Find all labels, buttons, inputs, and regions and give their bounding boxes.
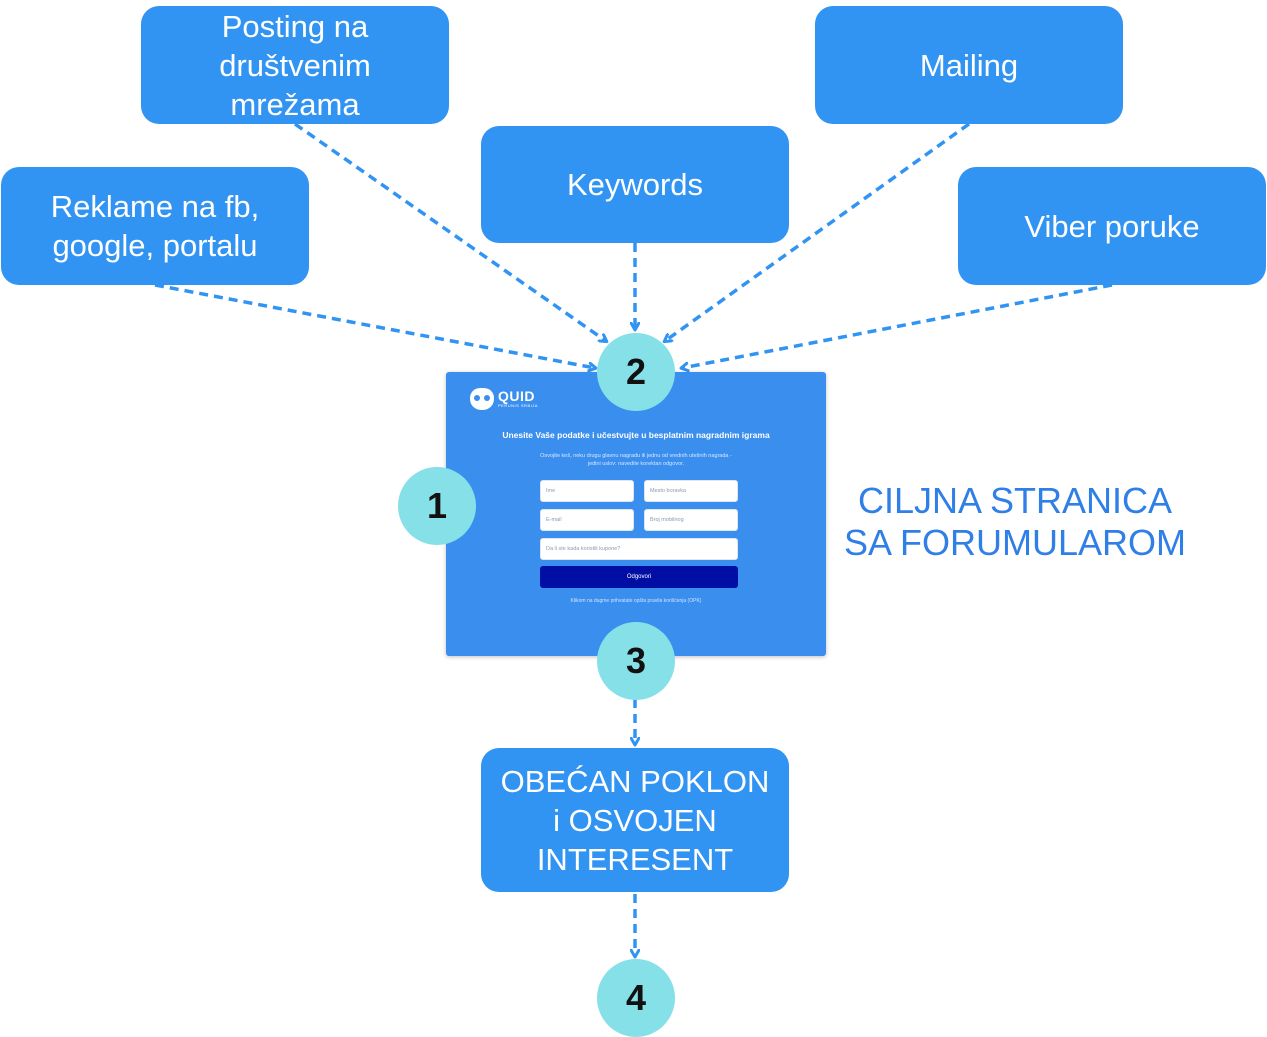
source-posting-line2: društvenim — [219, 47, 371, 83]
arrow-posting-to-2 — [293, 122, 606, 341]
result-box: OBEĆAN POKLON i OSVOJEN INTERESENT — [481, 748, 789, 892]
step-4-circle: 4 — [597, 959, 675, 1037]
terms-note: Klikom na dugme prihvatate opšta pravila… — [570, 598, 702, 604]
result-line3: INTERESENT — [536, 841, 734, 877]
arrow-mailing-to-2 — [665, 122, 971, 341]
city-field[interactable]: Mesto boravka — [644, 480, 738, 502]
name-field[interactable]: Ime — [540, 480, 634, 502]
source-box-reklame: Reklame na fb, google, portalu — [1, 167, 309, 285]
step-2-circle: 2 — [597, 333, 675, 411]
source-reklame-line1: Reklame na fb, — [50, 189, 260, 224]
arrow-reklame-to-2 — [154, 283, 595, 368]
landing-heading: Unesite Vaše podatke i učestvujte u besp… — [502, 430, 770, 440]
landing-caption: CILJNA STRANICA SA FORUMULAROM — [835, 480, 1195, 564]
landing-page-preview: QUID PERUNIS SRBIJA Unesite Vaše podatke… — [446, 372, 826, 656]
owl-icon — [470, 388, 494, 410]
submit-button[interactable]: Odgovori — [540, 566, 738, 588]
source-posting-line3: mrežama — [230, 86, 360, 122]
arrow-viber-to-2 — [682, 283, 1113, 368]
source-keywords-label: Keywords — [566, 167, 704, 202]
result-line2: i OSVOJEN — [553, 802, 717, 838]
source-box-posting: Posting na društvenim mrežama — [141, 6, 449, 124]
brand-subtitle: PERUNIS SRBIJA — [498, 403, 538, 408]
source-viber-label: Viber poruke — [1024, 208, 1200, 244]
result-line1: OBEĆAN POKLON — [500, 763, 770, 799]
phone-field[interactable]: Broj mobilnog — [644, 509, 738, 531]
source-posting-line1: Posting na — [221, 8, 369, 44]
step-1-circle: 1 — [398, 467, 476, 545]
question-field[interactable]: Da li ste kada koristili kupone? — [540, 538, 738, 560]
landing-caption-line2: SA FORUMULAROM — [843, 522, 1187, 563]
email-field[interactable]: E-mail — [540, 509, 634, 531]
source-box-mailing: Mailing — [815, 6, 1123, 124]
source-box-viber: Viber poruke — [958, 167, 1266, 285]
landing-caption-line1: CILJNA STRANICA — [857, 480, 1173, 521]
brand-name: QUID — [498, 388, 535, 404]
quid-logo: QUID PERUNIS SRBIJA — [470, 388, 538, 410]
step-3-circle: 3 — [597, 622, 675, 700]
source-mailing-label: Mailing — [919, 47, 1019, 83]
source-reklame-line2: google, portalu — [52, 228, 258, 263]
source-box-keywords: Keywords — [481, 126, 789, 243]
landing-description: Osvojite keš, neku drugu glavnu nagradu … — [540, 453, 732, 467]
